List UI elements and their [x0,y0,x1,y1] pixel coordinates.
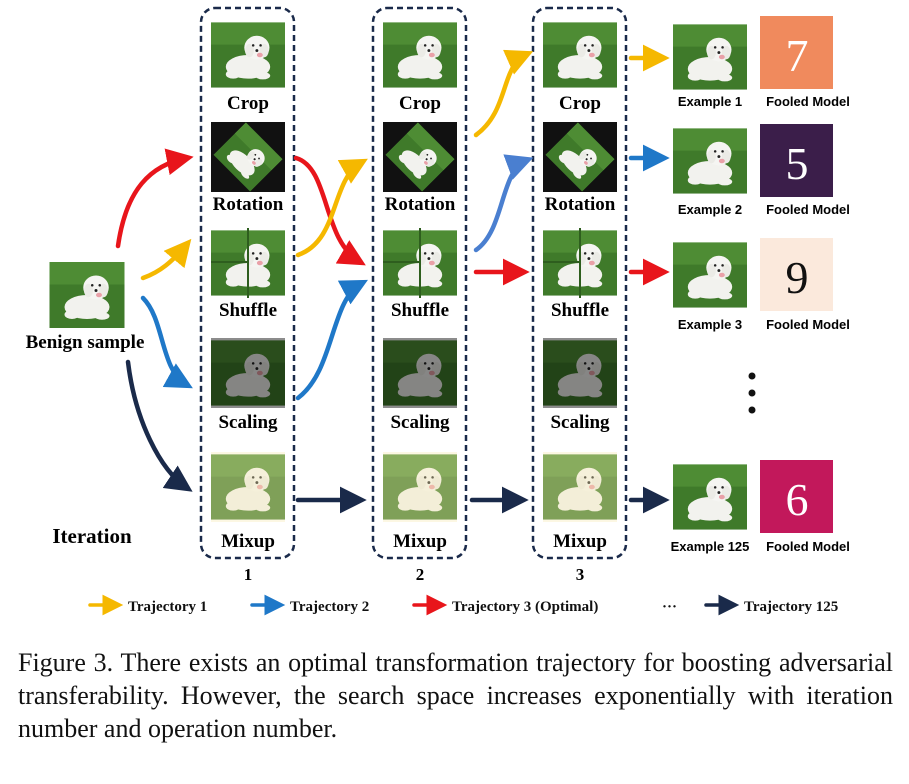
iteration-label: Iteration [52,524,132,548]
col1-scaling-image [211,338,285,408]
output-example-2: Example 2 5 Fooled Model [673,124,850,217]
diagram: Benign sample [26,6,850,616]
fooled-model-label-1: Fooled Model [766,94,850,109]
fooled-count-box-125 [760,460,833,533]
benign-sample-image [49,262,125,328]
output-example-125: Example 125 6 Fooled Model [671,460,850,554]
col2-crop-label: Crop [399,93,441,114]
col3-mixup-label: Mixup [553,531,607,552]
iteration-2-operations [383,22,457,522]
example-1-image [673,24,747,90]
iteration-box-1 [199,6,296,560]
iteration-box-3 [531,6,628,560]
arrow-traj2-step3 [473,154,534,253]
example-125-label: Example 125 [671,539,750,554]
col2-scaling-image [383,338,457,408]
col1-crop-image [211,22,285,88]
iteration-number-1: 1 [244,565,253,584]
arrow-traj3-step1 [115,148,194,249]
iteration-number-3: 3 [576,565,585,584]
example-2-label: Example 2 [678,202,742,217]
legend-label-trajectory-3: Trajectory 3 (Optimal) [452,599,598,615]
arrow-traj125-step1 [125,359,193,492]
legend: Trajectory 1 Trajectory 2 Trajectory 3 (… [88,594,838,616]
fooled-count-125: 6 [786,474,809,525]
col2-crop-image [383,22,457,88]
iteration-boxes [199,6,628,560]
arrow-traj1-step1 [140,238,192,281]
legend-label-trajectory-2: Trajectory 2 [290,599,369,615]
legend-label-trajectory-125: Trajectory 125 [744,599,838,615]
col3-rotation-image [543,122,617,192]
example-3-label: Example 3 [678,317,742,332]
col1-mixup-label: Mixup [221,531,275,552]
iteration-3-operations [543,22,617,522]
col3-shuffle-label: Shuffle [551,300,609,321]
col1-shuffle-image [211,228,285,298]
col1-rotation-image [211,122,285,192]
col2-rotation-label: Rotation [385,194,456,215]
fooled-count-box-3 [760,238,833,311]
fooled-count-box-1 [760,16,833,89]
col1-scaling-label: Scaling [218,412,278,433]
benign-sample: Benign sample [26,262,145,353]
iteration-number-2: 2 [416,565,425,584]
col3-crop-label: Crop [559,93,601,114]
fooled-count-2: 5 [786,138,809,189]
arrow-traj3-step2 [293,155,366,266]
iteration-1-operations [211,22,285,522]
output-example-3: Example 3 9 Fooled Model [673,238,850,332]
arrow-traj1-step3 [473,49,534,138]
example-3-image [673,242,747,308]
arrow-traj1-step2 [295,158,368,258]
arrow-traj2-step2 [295,279,368,401]
output-example-1: Example 1 7 Fooled Model [673,16,850,109]
col3-scaling-label: Scaling [550,412,610,433]
fooled-model-label-3: Fooled Model [766,317,850,332]
col2-shuffle-image [383,228,457,298]
operation-labels: Crop Rotation Shuffle Scaling Mixup Crop… [213,93,616,552]
trajectory-arrows [115,44,670,514]
fooled-model-label-125: Fooled Model [766,539,850,554]
col2-shuffle-label: Shuffle [391,300,449,321]
vertical-ellipsis [748,372,756,414]
outputs: Example 1 7 Fooled Model Example 2 5 Foo… [671,16,850,554]
col2-rotation-image [383,122,457,192]
example-125-image [673,464,747,530]
col2-scaling-label: Scaling [390,412,450,433]
fooled-model-label-2: Fooled Model [766,202,850,217]
fooled-count-box-2 [760,124,833,197]
fooled-count-1: 7 [786,30,809,81]
col3-crop-image [543,22,617,88]
fooled-count-3: 9 [786,252,809,303]
col2-mixup-image [383,452,457,522]
example-1-label: Example 1 [678,94,742,109]
legend-label-trajectory-1: Trajectory 1 [128,599,207,615]
benign-sample-label: Benign sample [26,332,145,353]
arrow-traj2-step1 [140,295,193,389]
col3-mixup-image [543,452,617,522]
col3-rotation-label: Rotation [545,194,616,215]
col3-shuffle-image [543,228,617,298]
example-2-image [673,128,747,194]
legend-ellipsis: ··· [662,599,677,615]
figure-caption: Figure 3. There exists an optimal transf… [18,648,893,743]
col3-scaling-image [543,338,617,408]
col1-crop-label: Crop [227,93,269,114]
col1-shuffle-label: Shuffle [219,300,277,321]
col1-mixup-image [211,452,285,522]
iteration-box-2 [371,6,468,560]
col1-rotation-label: Rotation [213,194,284,215]
col2-mixup-label: Mixup [393,531,447,552]
